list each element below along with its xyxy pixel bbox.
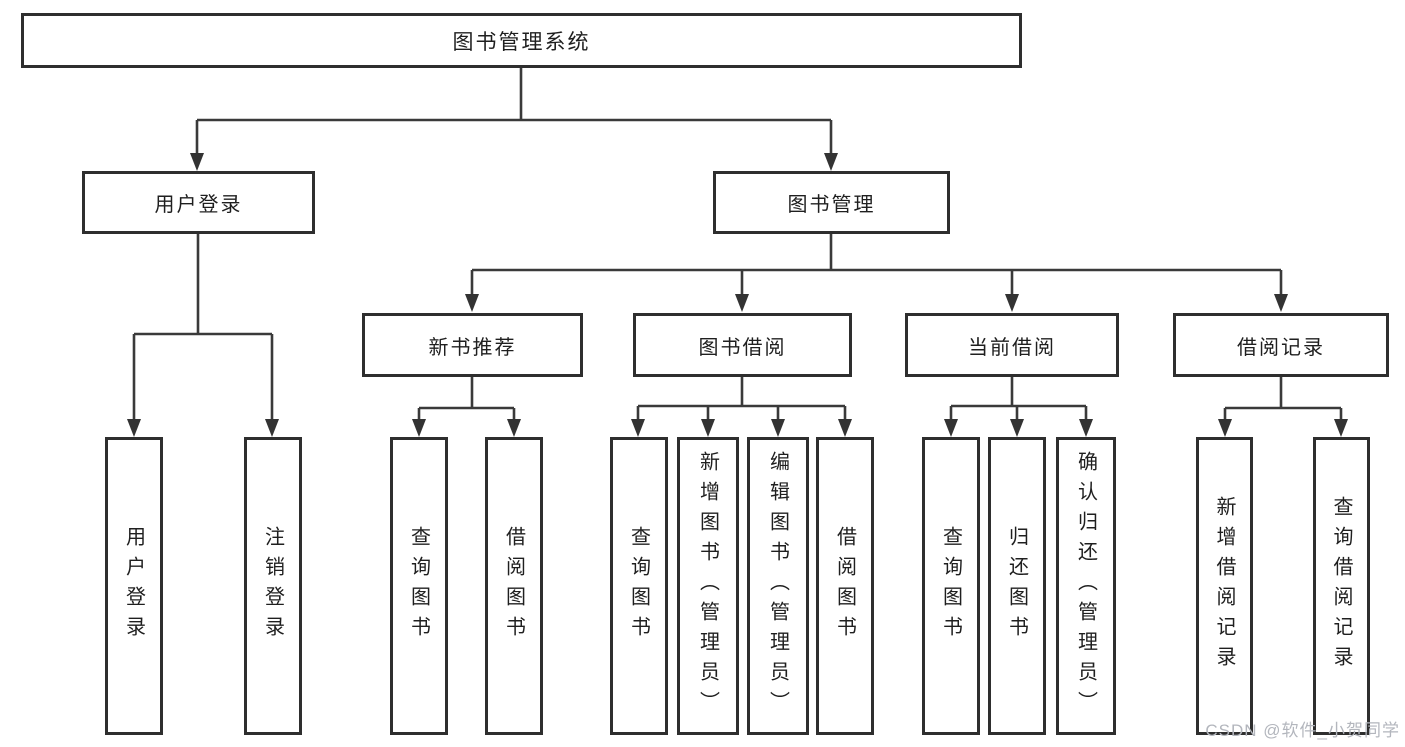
connector-records-to-leaves — [1223, 377, 1343, 423]
arrow-down-icon — [127, 419, 141, 437]
leaf-logout-login: 注销登录 — [244, 437, 302, 735]
arrow-down-icon — [701, 419, 715, 437]
connector-root-to-level2 — [195, 68, 833, 158]
arrow-down-icon — [1010, 419, 1024, 437]
node-user-login: 用户登录 — [82, 171, 315, 234]
node-new-book-recommend: 新书推荐 — [362, 313, 583, 377]
leaf-confirm-return-admin: 确认归还（管理员） — [1056, 437, 1116, 735]
leaf-query-borrow-record: 查询借阅记录 — [1313, 437, 1370, 735]
arrow-down-icon — [1334, 419, 1348, 437]
arrow-down-icon — [507, 419, 521, 437]
arrow-down-icon — [1218, 419, 1232, 437]
leaf-edit-books-admin: 编辑图书（管理员） — [747, 437, 809, 735]
leaf-query-books: 查询图书 — [610, 437, 668, 735]
connector-userlogin-to-leaves — [132, 234, 274, 423]
node-library-management-system: 图书管理系统 — [21, 13, 1022, 68]
arrow-down-icon — [824, 153, 838, 171]
leaf-user-login: 用户登录 — [105, 437, 163, 735]
arrow-down-icon — [265, 419, 279, 437]
leaf-query-books: 查询图书 — [390, 437, 448, 735]
arrow-down-icon — [1079, 419, 1093, 437]
connector-current-to-leaves — [949, 377, 1088, 423]
arrow-down-icon — [838, 419, 852, 437]
leaf-borrow-books: 借阅图书 — [816, 437, 874, 735]
arrow-down-icon — [190, 153, 204, 171]
leaf-query-books: 查询图书 — [922, 437, 980, 735]
node-book-management: 图书管理 — [713, 171, 950, 234]
node-current-borrowing: 当前借阅 — [905, 313, 1119, 377]
arrow-down-icon — [631, 419, 645, 437]
leaf-add-borrow-record: 新增借阅记录 — [1196, 437, 1253, 735]
arrow-down-icon — [1274, 294, 1288, 312]
leaf-return-books: 归还图书 — [988, 437, 1046, 735]
arrow-down-icon — [771, 419, 785, 437]
connector-borrowing-to-leaves — [636, 377, 847, 423]
connector-bookmgmt-to-level3 — [470, 234, 1283, 298]
arrow-down-icon — [735, 294, 749, 312]
csdn-watermark: CSDN @软件_小贺同学 — [1205, 721, 1400, 740]
node-borrowing-records: 借阅记录 — [1173, 313, 1389, 377]
leaf-add-books-admin: 新增图书（管理员） — [677, 437, 739, 735]
leaf-borrow-books: 借阅图书 — [485, 437, 543, 735]
arrow-down-icon — [944, 419, 958, 437]
connector-newbooks-to-leaves — [417, 377, 516, 423]
arrow-down-icon — [412, 419, 426, 437]
arrow-down-icon — [465, 294, 479, 312]
arrow-down-icon — [1005, 294, 1019, 312]
node-book-borrowing: 图书借阅 — [633, 313, 852, 377]
